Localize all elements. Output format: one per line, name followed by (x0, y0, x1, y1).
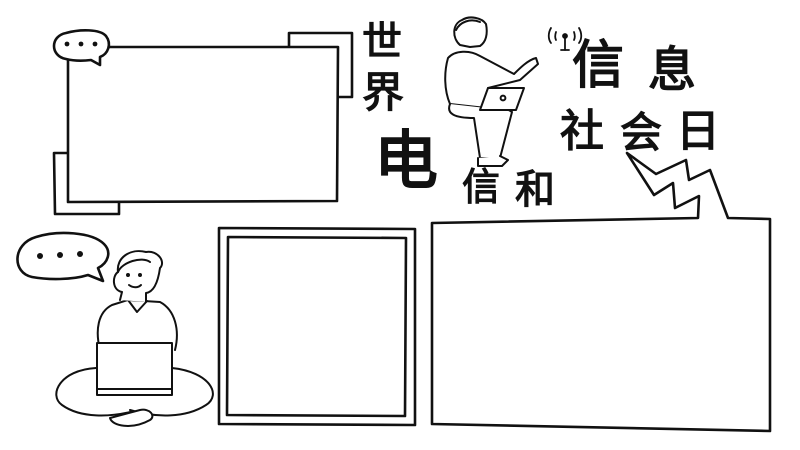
antenna-signal-icon (547, 27, 583, 51)
title-char-8: 会 (620, 108, 663, 157)
sitting-person-waving-icon (444, 16, 539, 167)
right-speech-frame (430, 151, 772, 433)
person-speech-bubble (16, 231, 110, 283)
title-char-1: 界 (362, 68, 405, 117)
title-char-6: 息 (648, 42, 697, 98)
top-left-speech-bubble (52, 29, 111, 67)
title-char-7: 社 (560, 106, 604, 157)
title-char-5: 信 (572, 36, 625, 96)
title-char-9: 日 (676, 106, 720, 157)
center-frame-content[interactable] (231, 241, 403, 413)
title-char-2: 电 (374, 125, 438, 199)
center-double-frame (217, 226, 417, 427)
top-left-frame-content[interactable] (72, 52, 334, 198)
title-char-3: 信 (462, 165, 501, 209)
right-frame-content[interactable] (436, 226, 766, 422)
cross-legged-person-icon (55, 250, 214, 427)
top-left-frame (66, 45, 340, 204)
bubble-dots (37, 41, 98, 259)
title-char-0: 世 (362, 19, 402, 65)
title-char-4: 和 (515, 167, 555, 213)
